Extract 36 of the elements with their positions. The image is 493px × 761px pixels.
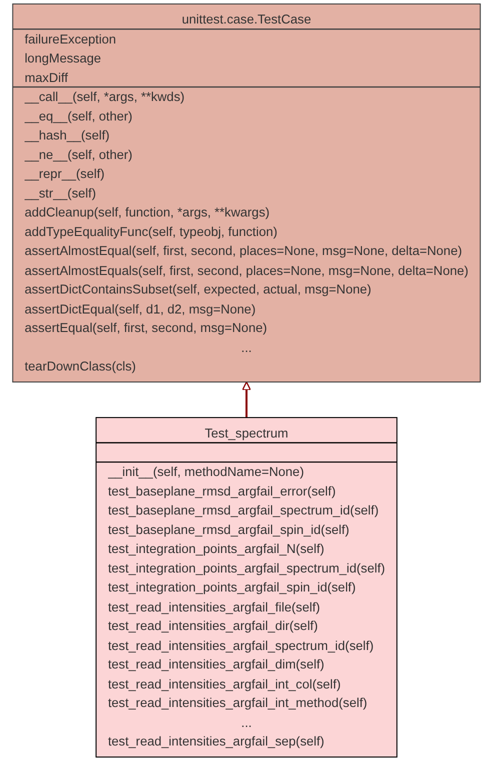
method-signature: assertAlmostEquals(self, first, second, places=None, msg=None, delta=None) — [24, 261, 468, 280]
attribute-name: maxDiff — [24, 68, 68, 86]
method-signature: test_integration_points_argfail_N(self) — [108, 540, 324, 558]
method-signature: assertEqual(self, first, second, msg=None) — [24, 319, 268, 338]
method-signature: test_read_intensities_argfail_spectrum_id(self) — [108, 636, 374, 655]
method-signature: test_read_intensities_argfail_dir(self) — [108, 617, 318, 636]
attribute-name: failureException — [24, 30, 116, 48]
method-signature: test_read_intensities_argfail_int_method(self) — [108, 694, 368, 712]
method-signature: addCleanup(self, function, *args, **kwargs) — [24, 204, 270, 222]
method-signature: test_integration_points_argfail_spin_id(self) — [108, 578, 356, 596]
method-signature: __ne__(self, other) — [24, 146, 132, 164]
arrow — [242, 381, 252, 418]
method-signature: __hash__(self) — [24, 126, 110, 144]
method-signature: test_read_intensities_argfail_sep(self) — [108, 732, 324, 751]
method-signature: test_integration_points_argfail_spectrum_id(self) — [108, 559, 386, 578]
class-name: Test_spectrum — [204, 424, 288, 442]
ellipsis: ... — [241, 338, 252, 356]
attribute-name: longMessage — [24, 49, 101, 68]
method-signature: test_read_intensities_argfail_int_col(self) — [108, 675, 341, 694]
ellipsis: ... — [241, 714, 252, 732]
class-name: unittest.case.TestCase — [182, 10, 312, 29]
method-signature: __call__(self, *args, **kwds) — [24, 88, 185, 106]
method-signature: assertDictEqual(self, d1, d2, msg=None) — [24, 300, 256, 318]
method-signature: test_read_intensities_argfail_dim(self) — [108, 656, 324, 674]
method-signature: __eq__(self, other) — [24, 107, 132, 126]
method-signature: test_read_intensities_argfail_file(self) — [108, 598, 320, 616]
method-signature: __repr__(self) — [24, 165, 105, 183]
method-signature: test_baseplane_rmsd_argfail_spectrum_id(self) — [108, 502, 379, 520]
method-signature: assertDictContainsSubset(self, expected, actual, msg=None) — [24, 280, 372, 298]
method-signature: test_baseplane_rmsd_argfail_error(self) — [108, 482, 336, 500]
method-signature: tearDownClass(cls) — [24, 358, 136, 376]
method-signature: __str__(self) — [24, 184, 96, 202]
method-signature: assertAlmostEqual(self, first, second, places=None, msg=None, delta=None) — [24, 242, 462, 260]
method-signature: test_baseplane_rmsd_argfail_spin_id(self) — [108, 520, 350, 539]
method-signature: __init__(self, methodName=None) — [108, 463, 304, 481]
method-signature: addTypeEqualityFunc(self, typeobj, function) — [24, 222, 278, 241]
